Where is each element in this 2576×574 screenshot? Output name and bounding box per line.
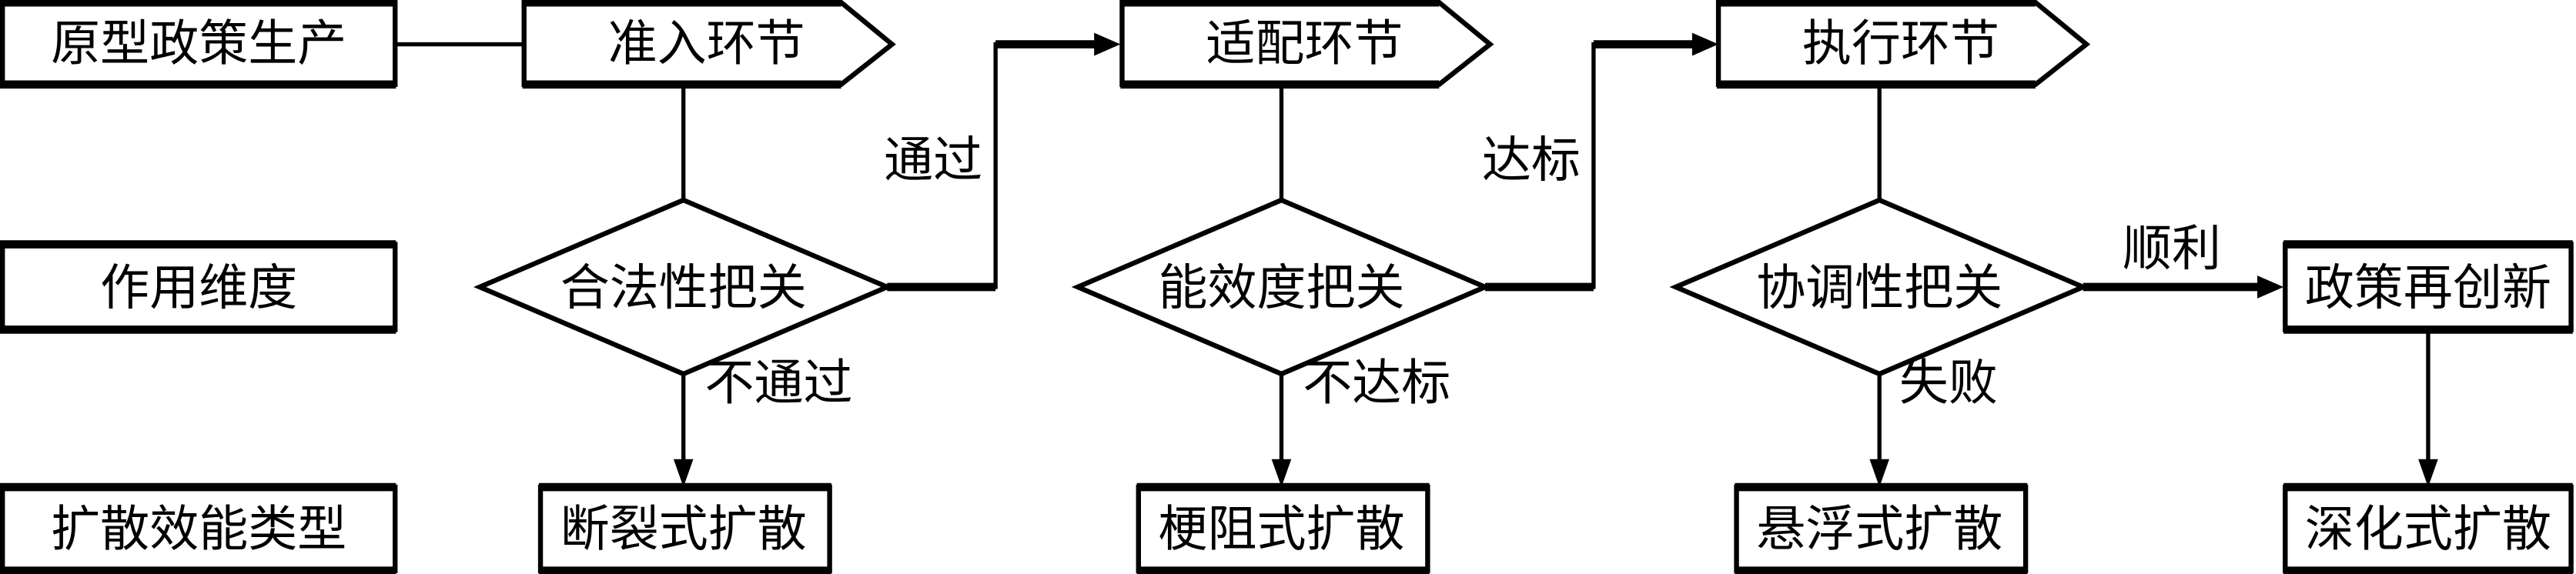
result-deepened-label: 深化式扩散 [2305, 501, 2551, 558]
gate-coordination-label: 协调性把关 [1756, 260, 2002, 317]
fail-label-coordination: 失败 [1899, 355, 1998, 412]
gate-efficiency-label: 能效度把关 [1158, 260, 1404, 317]
stage-execution: 执行环节 [1715, 0, 2091, 89]
row-label-dimension-text: 作用维度 [100, 260, 297, 317]
pass-label-coordination: 顺利 [2123, 221, 2221, 278]
result-deepened-diffusion: 深化式扩散 [2283, 482, 2574, 574]
result-suspended-label: 悬浮式扩散 [1756, 501, 2002, 558]
pass-label-legality: 通过 [884, 132, 982, 189]
result-obstructed-diffusion: 梗阻式扩散 [1136, 482, 1430, 574]
stage-access-label: 准入环节 [608, 16, 805, 73]
gate-efficiency: 能效度把关 [1071, 197, 1492, 377]
fail-path-legality [673, 373, 694, 488]
arrowhead-icon [2257, 275, 2284, 299]
arrowhead-icon [1869, 459, 1890, 488]
row-label-stage-text: 原型政策生产 [51, 16, 346, 73]
gate-legality: 合法性把关 [473, 197, 894, 377]
fail-path-efficiency [1271, 373, 1292, 488]
stage-execution-label: 执行环节 [1802, 16, 1999, 73]
arrowhead-icon [1094, 32, 1121, 56]
pass-path-legality [887, 32, 1121, 292]
pass-label-efficiency: 达标 [1482, 132, 1581, 189]
pass-path-efficiency [1485, 32, 1719, 292]
result-fractured-label: 断裂式扩散 [560, 501, 807, 558]
row-label-type-text: 扩散效能类型 [51, 501, 346, 558]
arrowhead-icon [1271, 459, 1292, 488]
gate-coordination: 协调性把关 [1669, 197, 2089, 377]
row-label-type: 扩散效能类型 [0, 482, 398, 574]
policy-reinnovation-box: 政策再创新 [2283, 240, 2574, 334]
fail-label-efficiency: 不达标 [1303, 355, 1450, 412]
policy-reinnovation-label: 政策再创新 [2305, 260, 2551, 317]
stage-adaptation-label: 适配环节 [1206, 16, 1403, 73]
stage-adaptation: 适配环节 [1119, 0, 1494, 89]
pass-path-coordination [2083, 275, 2284, 299]
row-label-dimension: 作用维度 [0, 240, 398, 334]
arrowhead-icon [673, 459, 694, 488]
arrowhead-icon [1691, 32, 1719, 56]
result-obstructed-label: 梗阻式扩散 [1158, 501, 1404, 558]
fail-label-legality: 不通过 [704, 355, 852, 412]
path-innovation-to-deepening [2418, 329, 2438, 488]
row-label-stage: 原型政策生产 [0, 0, 398, 89]
stage-access: 准入环节 [521, 0, 896, 89]
fail-path-coordination [1869, 373, 1890, 488]
result-fractured-diffusion: 断裂式扩散 [537, 482, 832, 574]
arrowhead-icon [2418, 459, 2438, 488]
gate-legality-label: 合法性把关 [560, 260, 807, 317]
result-suspended-diffusion: 悬浮式扩散 [1734, 482, 2029, 574]
